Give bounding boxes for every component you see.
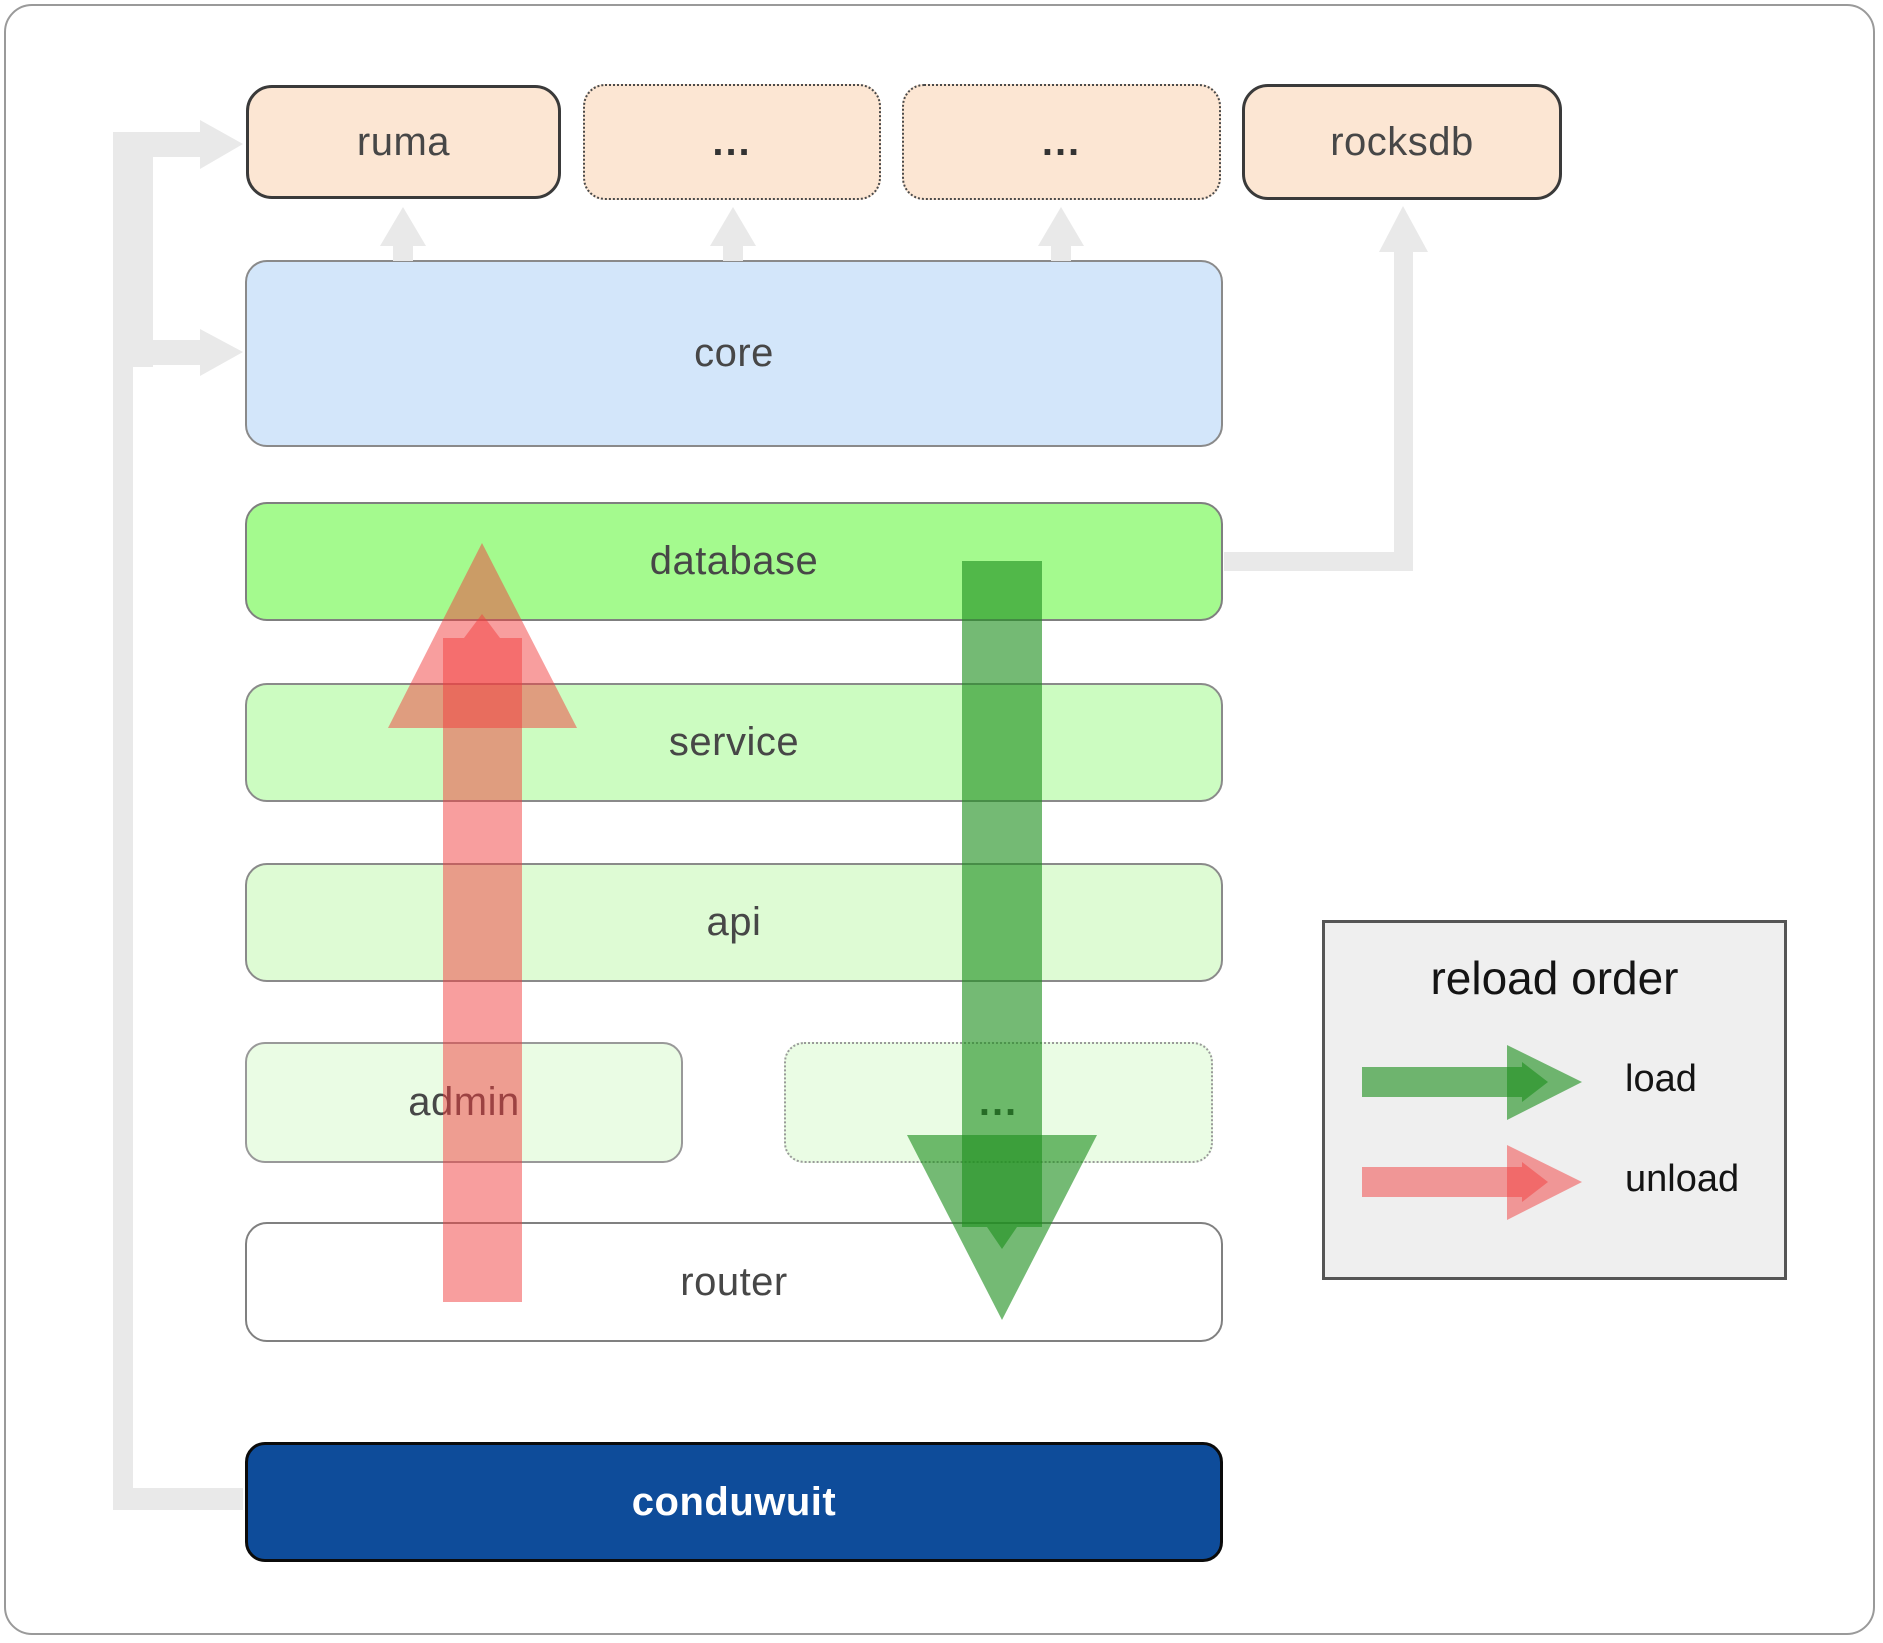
box-core-label: core: [694, 331, 774, 375]
box-admin-label: admin: [408, 1080, 520, 1124]
box-core: core: [245, 260, 1223, 447]
legend-label-load: load: [1625, 1058, 1697, 1100]
legend-title: reload order: [1430, 952, 1679, 1004]
box-admin-ellipsis-label: ...: [978, 1080, 1019, 1124]
box-ellipsis-2: ...: [902, 84, 1221, 200]
box-database-label: database: [649, 539, 819, 583]
box-ruma: ruma: [246, 85, 561, 199]
legend-reload-order: reload order: [1322, 920, 1787, 1280]
box-conduwuit: conduwuit: [245, 1442, 1223, 1562]
box-conduwuit-label: conduwuit: [631, 1479, 837, 1524]
box-database: database: [245, 502, 1223, 621]
box-api-label: api: [706, 900, 762, 944]
box-service: service: [245, 683, 1223, 802]
box-ellipsis-1: ...: [583, 84, 881, 200]
box-rocksdb-label: rocksdb: [1330, 119, 1474, 164]
box-ruma-label: ruma: [356, 119, 451, 164]
box-router: router: [245, 1222, 1223, 1342]
box-service-label: service: [668, 720, 800, 764]
box-ellipsis-1-label: ...: [712, 119, 752, 164]
box-router-label: router: [680, 1259, 788, 1304]
box-admin: admin: [245, 1042, 683, 1163]
box-ellipsis-2-label: ...: [1041, 119, 1082, 164]
box-admin-ellipsis: ...: [784, 1042, 1213, 1163]
legend-label-unload: unload: [1625, 1158, 1740, 1200]
diagram-outer-border: [4, 4, 1875, 1635]
box-api: api: [245, 863, 1223, 982]
box-rocksdb: rocksdb: [1242, 84, 1562, 200]
